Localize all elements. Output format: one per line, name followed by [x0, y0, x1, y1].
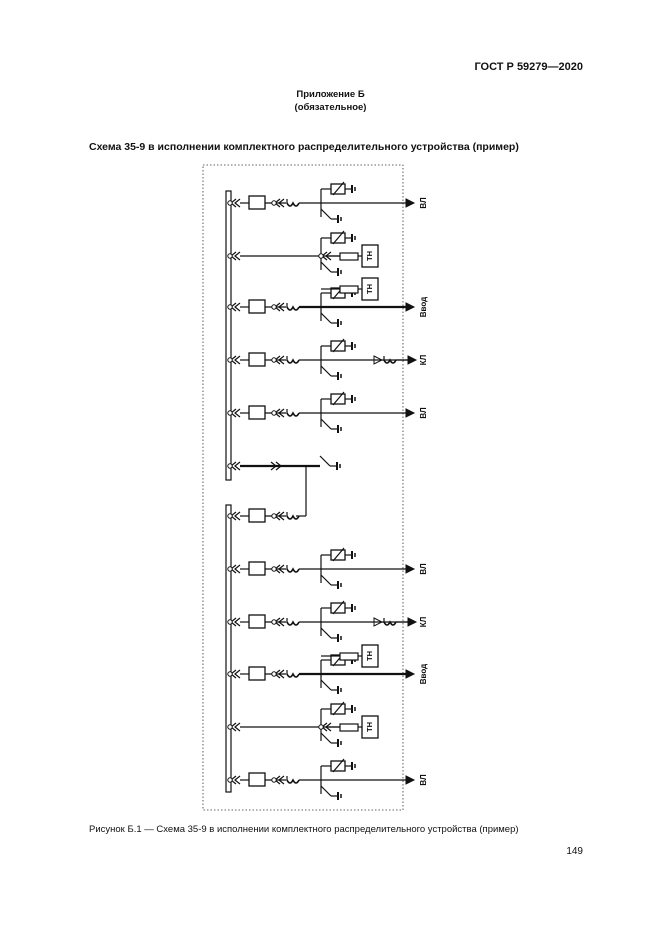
row-l5-arrester-diag [332, 758, 345, 773]
tie-contact [270, 461, 282, 471]
row-l1-earth-switch [320, 574, 332, 586]
row-u0-earth-switch [320, 208, 332, 220]
row-l0-breaker [248, 508, 266, 523]
row-l2-disconnector2-node [271, 619, 277, 625]
row-u3-ct [286, 358, 300, 364]
row-u0-end-arrow [405, 198, 416, 208]
row-l1-disconnector-node [227, 566, 233, 572]
row-l3-end-arrow [405, 669, 416, 679]
row-l3-disconnector2-node [271, 671, 277, 677]
row-u2-ct [286, 305, 300, 311]
row-u2-breaker [248, 299, 266, 314]
row-l4-vt-fuse [339, 723, 359, 732]
row-u0-label: ВЛ [419, 197, 428, 209]
row-u1-disconnector-node [227, 253, 233, 259]
row-u4-arrester-diag [332, 391, 345, 406]
row-l1-ct [286, 567, 300, 573]
row-l3-disconnector-node [227, 671, 233, 677]
row-u3-label: КЛ [419, 354, 428, 365]
row-l0-disconnector2-node [271, 513, 277, 519]
busbar-section-1 [225, 190, 232, 481]
row-l2-end-arrow [407, 617, 418, 627]
row-u2-label: Ввод [419, 297, 428, 317]
row-u3-disconnector-node [227, 357, 233, 363]
row-l5-end-arrow [405, 775, 416, 785]
row-l4-arrester-diag [332, 701, 345, 716]
row-u4-disconnector2-node [271, 410, 277, 416]
row-u2-end-arrow [405, 302, 416, 312]
row-u3-cable-ct [383, 358, 397, 364]
row-u2-disconnector2-node [271, 304, 277, 310]
appendix-status: (обязательное) [294, 102, 367, 113]
row-l1-end-arrow [405, 564, 416, 574]
row-l5-earth-switch [320, 785, 332, 797]
row-u1-earth-switch [320, 261, 332, 273]
row-u3-cable-term [373, 355, 384, 365]
cabinet-outline [202, 164, 404, 811]
row-l1-arrester-diag [332, 547, 345, 562]
row-u2-vt-fuse [339, 285, 359, 294]
tie-disconnector-node [227, 463, 233, 469]
row-u4-ct [286, 411, 300, 417]
row-l2-cable-term [373, 617, 384, 627]
row-l3-label: Ввод [419, 664, 428, 684]
row-u4-end-arrow [405, 408, 416, 418]
row-l4-earth-switch [320, 732, 332, 744]
row-l2-breaker [248, 614, 266, 629]
row-l2-earth-switch [320, 627, 332, 639]
row-u1-vt-label: ТН [365, 251, 374, 261]
row-l2-arrester-diag [332, 600, 345, 615]
row-u2-earth-switch [320, 312, 332, 324]
row-u3-end-arrow [407, 355, 418, 365]
row-u2-vt-label: ТН [365, 284, 374, 294]
tie-switch [319, 455, 331, 467]
row-u0-breaker [248, 195, 266, 210]
row-l5-ct [286, 778, 300, 784]
row-l3-breaker [248, 666, 266, 681]
row-u0-arrester-diag [332, 181, 345, 196]
row-l3-ct [286, 672, 300, 678]
row-l5-breaker [248, 772, 266, 787]
row-l1-label: ВЛ [419, 563, 428, 575]
figure-caption: Рисунок Б.1 — Схема 35-9 в исполнении ко… [89, 824, 519, 835]
row-u4-earth-switch [320, 418, 332, 430]
row-u4-label: ВЛ [419, 407, 428, 419]
document-header: ГОСТ Р 59279—2020 [474, 61, 583, 73]
row-l4-vt-disc-node [318, 724, 324, 730]
row-l2-label: КЛ [419, 616, 428, 627]
row-u4-breaker [248, 405, 266, 420]
busbar-section-2 [225, 504, 232, 793]
row-l3-vt-fuse [339, 652, 359, 661]
scheme-title: Схема 35-9 в исполнении комплектного рас… [89, 141, 519, 153]
row-u3-disconnector2-node [271, 357, 277, 363]
row-u0-ct [286, 201, 300, 207]
row-u3-breaker [248, 352, 266, 367]
row-u3-arrester-diag [332, 338, 345, 353]
row-u1-arrester-diag [332, 230, 345, 245]
row-l5-disconnector2-node [271, 777, 277, 783]
row-u0-disconnector2-node [271, 200, 277, 206]
row-l1-breaker [248, 561, 266, 576]
row-l4-vt-label: ТН [365, 722, 374, 732]
row-l2-cable-ct [383, 620, 397, 626]
row-u3-earth-switch [320, 365, 332, 377]
row-l2-ct [286, 620, 300, 626]
row-u2-disconnector-node [227, 304, 233, 310]
row-l3-vt-label: ТН [365, 651, 374, 661]
row-l0-disconnector-node [227, 513, 233, 519]
row-l2-disconnector-node [227, 619, 233, 625]
row-l0-ct [286, 514, 300, 520]
appendix-title: Приложение Б [296, 89, 365, 100]
row-l4-disconnector-node [227, 724, 233, 730]
row-u4-disconnector-node [227, 410, 233, 416]
row-l1-disconnector2-node [271, 566, 277, 572]
row-u0-disconnector-node [227, 200, 233, 206]
row-u1-vt-disc-node [318, 253, 324, 259]
row-l5-disconnector-node [227, 777, 233, 783]
row-l5-label: ВЛ [419, 774, 428, 786]
row-u1-vt-fuse [339, 252, 359, 261]
row-l3-earth-switch [320, 679, 332, 691]
page-number: 149 [566, 846, 583, 857]
